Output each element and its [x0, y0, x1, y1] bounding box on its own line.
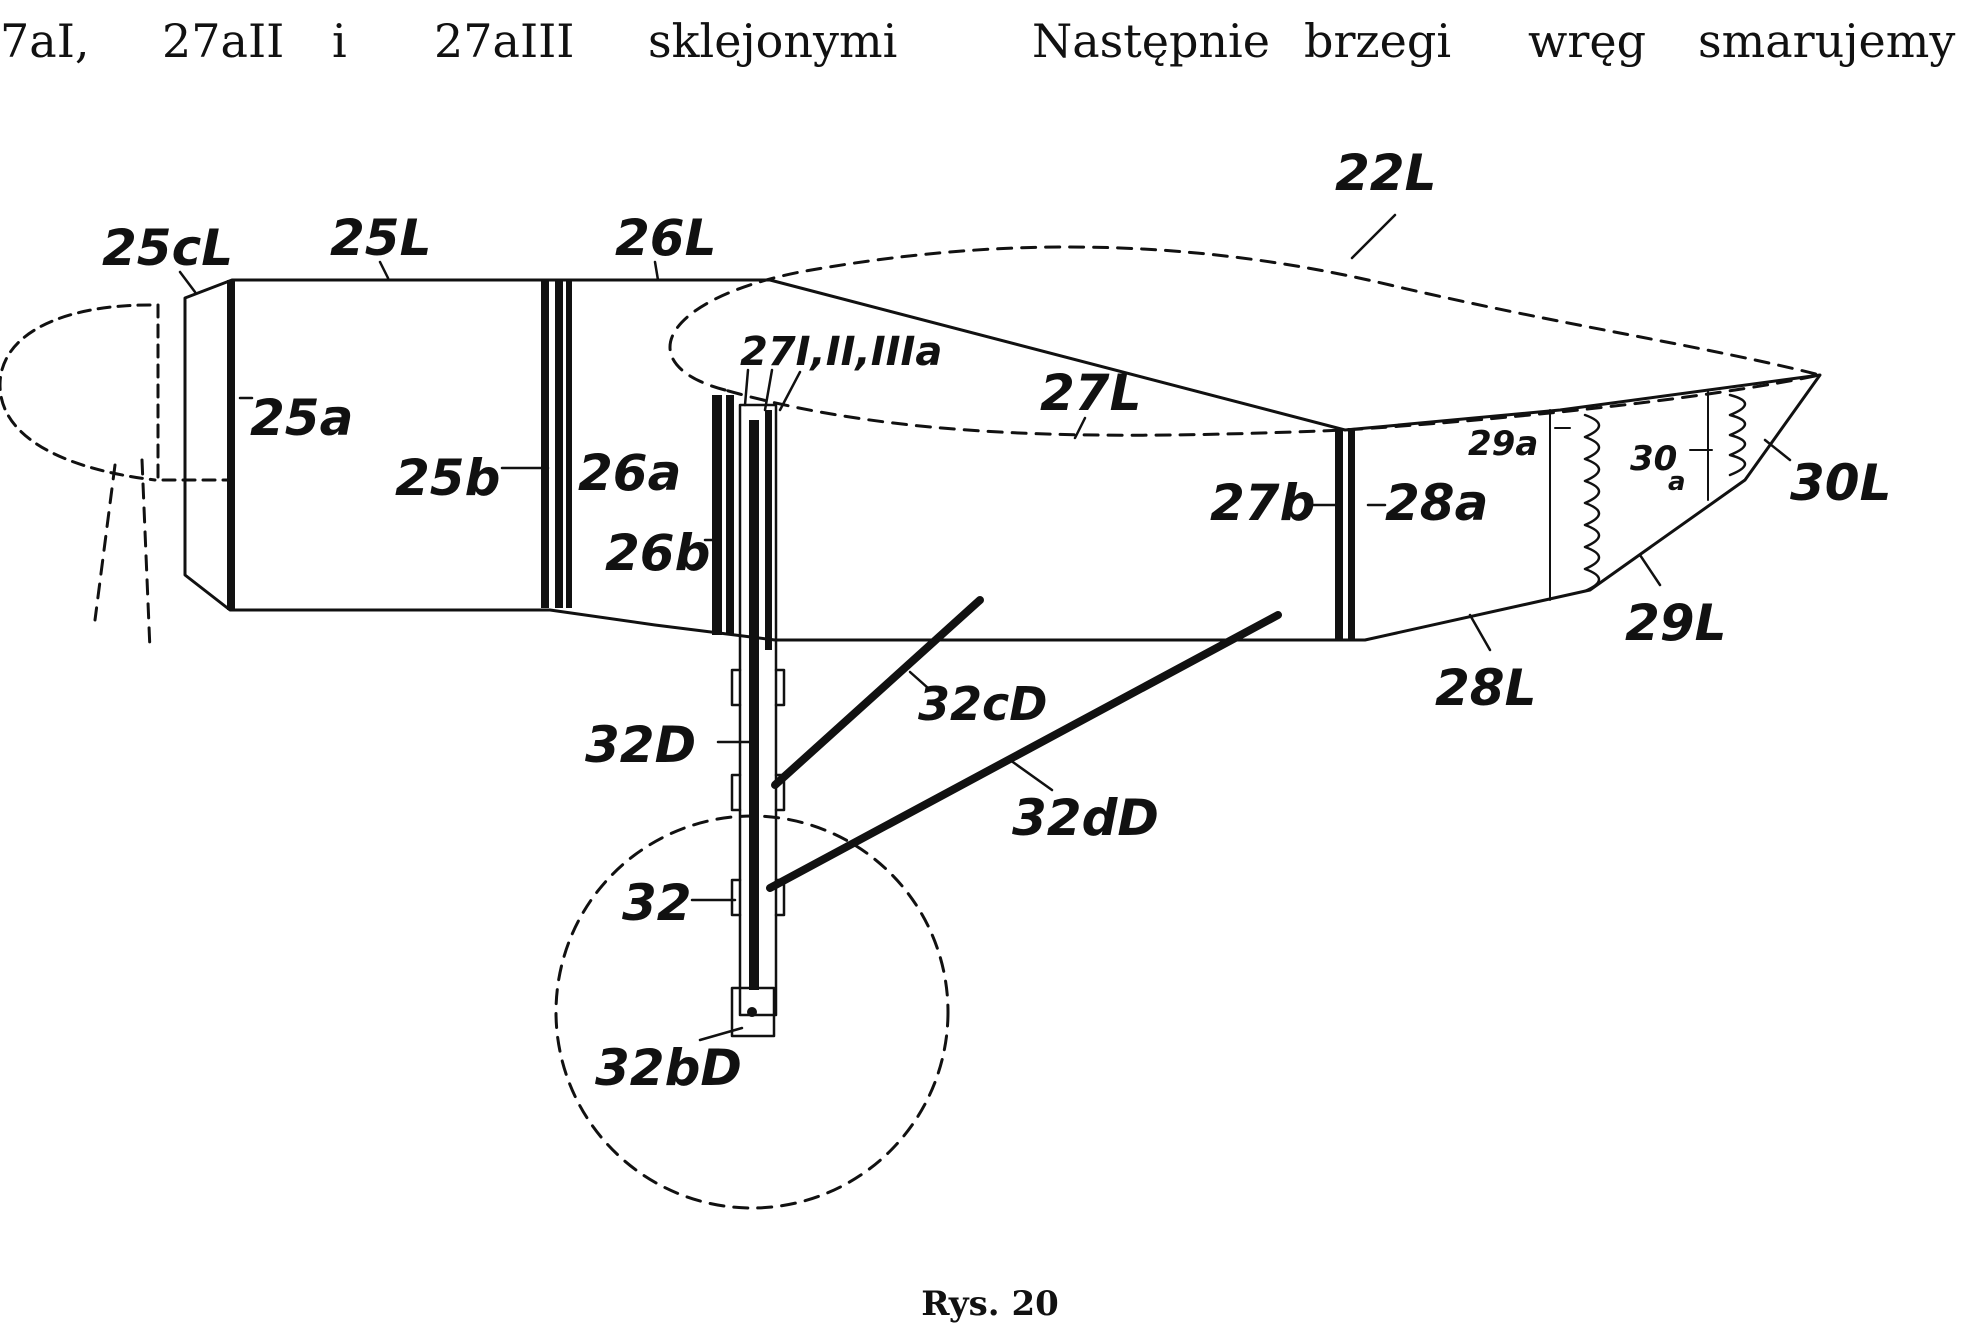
label-30a-subscript: a — [1668, 467, 1686, 497]
label-26L: 26L — [615, 209, 716, 267]
strut-32dD — [766, 611, 1282, 892]
text-word: smarujemy — [1698, 14, 1956, 68]
label-32dD: 32dD — [1012, 789, 1159, 847]
label-32D: 32D — [585, 716, 696, 774]
dashed-lines-lower-left — [93, 458, 152, 652]
leader-32cD — [908, 670, 930, 690]
canopy-dashed-frame — [156, 303, 232, 482]
label-25b: 25b — [395, 449, 500, 507]
leader-32bD — [698, 1026, 744, 1042]
bulkhead-25a — [227, 280, 235, 610]
label-27a: 27I,II,IIIa — [740, 329, 942, 375]
leader-25L — [378, 260, 390, 280]
strut-32cD — [771, 596, 984, 789]
text-word: brzegi — [1304, 14, 1452, 68]
text-word: sklejonymi — [648, 14, 898, 68]
label-29L: 29L — [1625, 594, 1726, 652]
bulkhead-26-2 — [555, 280, 563, 608]
bulkhead-27-1 — [712, 395, 722, 635]
text-word: 27aII — [162, 14, 285, 68]
leader-28L — [1468, 613, 1492, 652]
label-27b: 27b — [1210, 474, 1315, 532]
text-word: 27aIII — [434, 14, 575, 68]
scallops-30 — [1728, 393, 1747, 477]
bulkhead-28-1 — [1335, 428, 1343, 640]
axle-point — [747, 1007, 757, 1017]
leader-32dD — [1008, 758, 1054, 792]
leader-26L — [653, 260, 660, 282]
label-30L: 30L — [1790, 454, 1891, 512]
label-25L: 25L — [330, 209, 431, 267]
leader-25cL — [178, 270, 197, 294]
leader-27a — [743, 368, 802, 412]
leader-30L — [1763, 438, 1792, 462]
bulkhead-26-3 — [566, 280, 572, 608]
leader-29L — [1638, 553, 1662, 587]
text-word: i — [332, 14, 347, 68]
label-28L: 28L — [1435, 659, 1536, 717]
gear-leg-inner-bar-2 — [765, 410, 772, 650]
cockpit-dashed-outline — [0, 303, 157, 482]
label-27L: 27L — [1040, 364, 1141, 422]
text-word: wręg — [1528, 14, 1647, 68]
label-32cD: 32cD — [918, 677, 1047, 731]
gear-leg-outline — [738, 403, 778, 1017]
leader-22L — [1350, 213, 1397, 260]
text-word: 7aI, — [0, 14, 90, 68]
text-word: Następnie — [1032, 14, 1270, 68]
bulkhead-26-1 — [541, 280, 549, 608]
label-25cL: 25cL — [102, 219, 233, 277]
scallops-29 — [1583, 413, 1601, 593]
label-30a-number: 30 — [1630, 439, 1677, 479]
gear-leg-notches — [730, 668, 786, 917]
label-32: 32 — [622, 874, 692, 932]
bulkhead-28-2 — [1348, 428, 1355, 640]
wing-dashed-outline-22L — [668, 245, 1822, 437]
fuselage-outline — [183, 278, 1822, 642]
bulkhead-27-2 — [726, 395, 734, 635]
label-25a: 25a — [250, 389, 353, 447]
leader-27L — [1073, 416, 1087, 440]
label-26a: 26a — [578, 444, 681, 502]
label-22L: 22L — [1335, 144, 1436, 202]
figure-caption: Rys. 20 — [921, 1284, 1059, 1324]
label-32bD: 32bD — [595, 1039, 742, 1097]
label-28a: 28a — [1385, 474, 1488, 532]
label-26b: 26b — [605, 524, 710, 582]
gear-leg-inner-bar — [749, 420, 759, 990]
label-29a: 29a — [1468, 424, 1538, 464]
